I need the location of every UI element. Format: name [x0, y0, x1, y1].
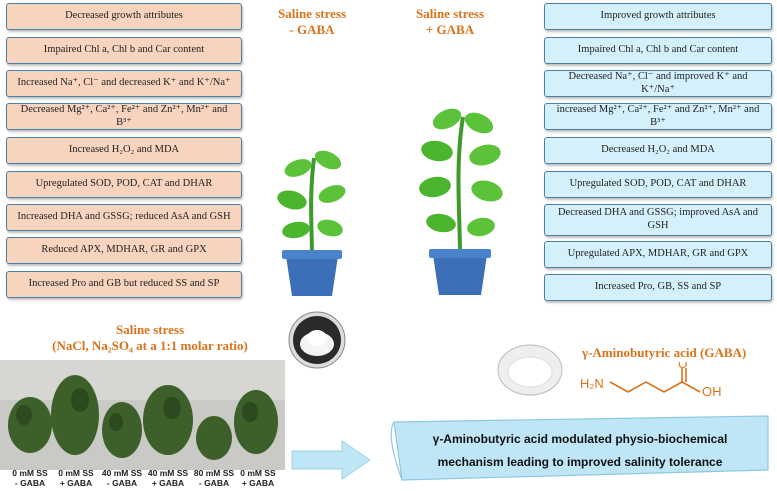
photo-label-line2: - GABA [106, 477, 138, 488]
right-box: Decreased Na⁺, Cl⁻ and improved K⁺ and K… [544, 70, 772, 97]
photo-label-line1: 0 mM SS [58, 468, 94, 478]
conclusion-banner [390, 415, 769, 481]
left-box: Increased Na⁺, Cl⁻ and decreased K⁺ and … [6, 70, 242, 97]
left-box: Impaired Chl a, Chl b and Car content [6, 37, 242, 64]
salt-dish-icon [288, 311, 346, 369]
saline-stress-line1: Saline stress [115, 322, 184, 337]
right-header: Saline stress + GABA [400, 6, 500, 37]
saline-stress-line2: (NaCl, Na₂SO₄ at a 1:1 molar ratio) [52, 337, 248, 353]
right-box: Increased Pro, GB, SS and SP [544, 274, 772, 301]
gaba-o-label: O [678, 362, 687, 371]
seedlings-photo [0, 360, 285, 470]
photo-label-line1: 0 mM SS [240, 468, 276, 478]
conclusion-line1: γ-Aminobutyric acid modulated physio-bio… [432, 432, 728, 446]
right-box: Upregulated SOD, POD, CAT and DHAR [544, 171, 772, 198]
left-header-line1: Saline stress [277, 6, 346, 21]
photo-label: 80 mM SS - GABA [186, 468, 242, 489]
photo-label: 40 mM SS + GABA [140, 468, 196, 489]
left-box: Upregulated SOD, POD, CAT and DHAR [6, 171, 242, 198]
left-header-line2: - GABA [289, 21, 335, 37]
right-box: Improved growth attributes [544, 3, 772, 30]
gaba-nh-label: H₂N [580, 376, 604, 391]
arrow-right-icon [291, 440, 371, 480]
gaba-oh-label: OH [702, 384, 722, 399]
photo-label-line2: + GABA [151, 477, 185, 488]
left-box: Increased Pro and GB but reduced SS and … [6, 271, 242, 298]
photo-label: 0 mM SS + GABA [230, 468, 286, 489]
right-header-line1: Saline stress [415, 6, 484, 21]
photo-label-line2: + GABA [241, 477, 275, 488]
conclusion-line2: mechanism leading to improved salinity t… [437, 454, 723, 469]
photo-label-line2: - GABA [198, 477, 230, 488]
photo-label-line1: 40 mM SS [147, 468, 189, 478]
right-box: Impaired Chl a, Chl b and Car content [544, 37, 772, 64]
right-box: Upregulated APX, MDHAR, GR and GPX [544, 241, 772, 268]
right-box: increased Mg²⁺, Ca²⁺, Fe²⁺ and Zn²⁺, Mn²… [544, 103, 772, 130]
saline-stress-title: Saline stress (NaCl, Na₂SO₄ at a 1:1 mol… [40, 322, 260, 353]
left-box: Increased H₂O₂ and MDA [6, 137, 242, 164]
conclusion-text: γ-Aminobutyric acid modulated physio-bio… [415, 428, 745, 474]
left-box: Increased DHA and GSSG; reduced AsA and … [6, 204, 242, 231]
gaba-structure-icon: H₂N O OH [580, 362, 722, 399]
photo-label-line2: + GABA [59, 477, 93, 488]
photo-label: 0 mM SS + GABA [48, 468, 104, 489]
photo-label-line2: - GABA [14, 477, 46, 488]
plant-plus-gaba-icon [419, 108, 503, 295]
left-box: Reduced APX, MDHAR, GR and GPX [6, 237, 242, 264]
gaba-title: γ-Aminobutyric acid (GABA) [582, 345, 747, 360]
right-box: Decreased H₂O₂ and MDA [544, 137, 772, 164]
plant-minus-gaba-icon [277, 150, 346, 296]
photo-label: 40 mM SS - GABA [94, 468, 150, 489]
left-box: Decreased growth attributes [6, 3, 242, 30]
right-header-line2: + GABA [425, 21, 475, 37]
right-box: Decreased DHA and GSSG; improved AsA and… [544, 204, 772, 236]
left-header: Saline stress - GABA [262, 6, 362, 37]
photo-label-line1: 0 mM SS [12, 468, 48, 478]
left-box: Decreased Mg²⁺, Ca²⁺, Fe²⁺ and Zn²⁺, Mn²… [6, 103, 242, 130]
gaba-dish-icon [497, 344, 563, 396]
photo-label: 0 mM SS - GABA [2, 468, 58, 489]
photo-label-line1: 80 mM SS [193, 468, 235, 478]
photo-label-line1: 40 mM SS [101, 468, 143, 478]
